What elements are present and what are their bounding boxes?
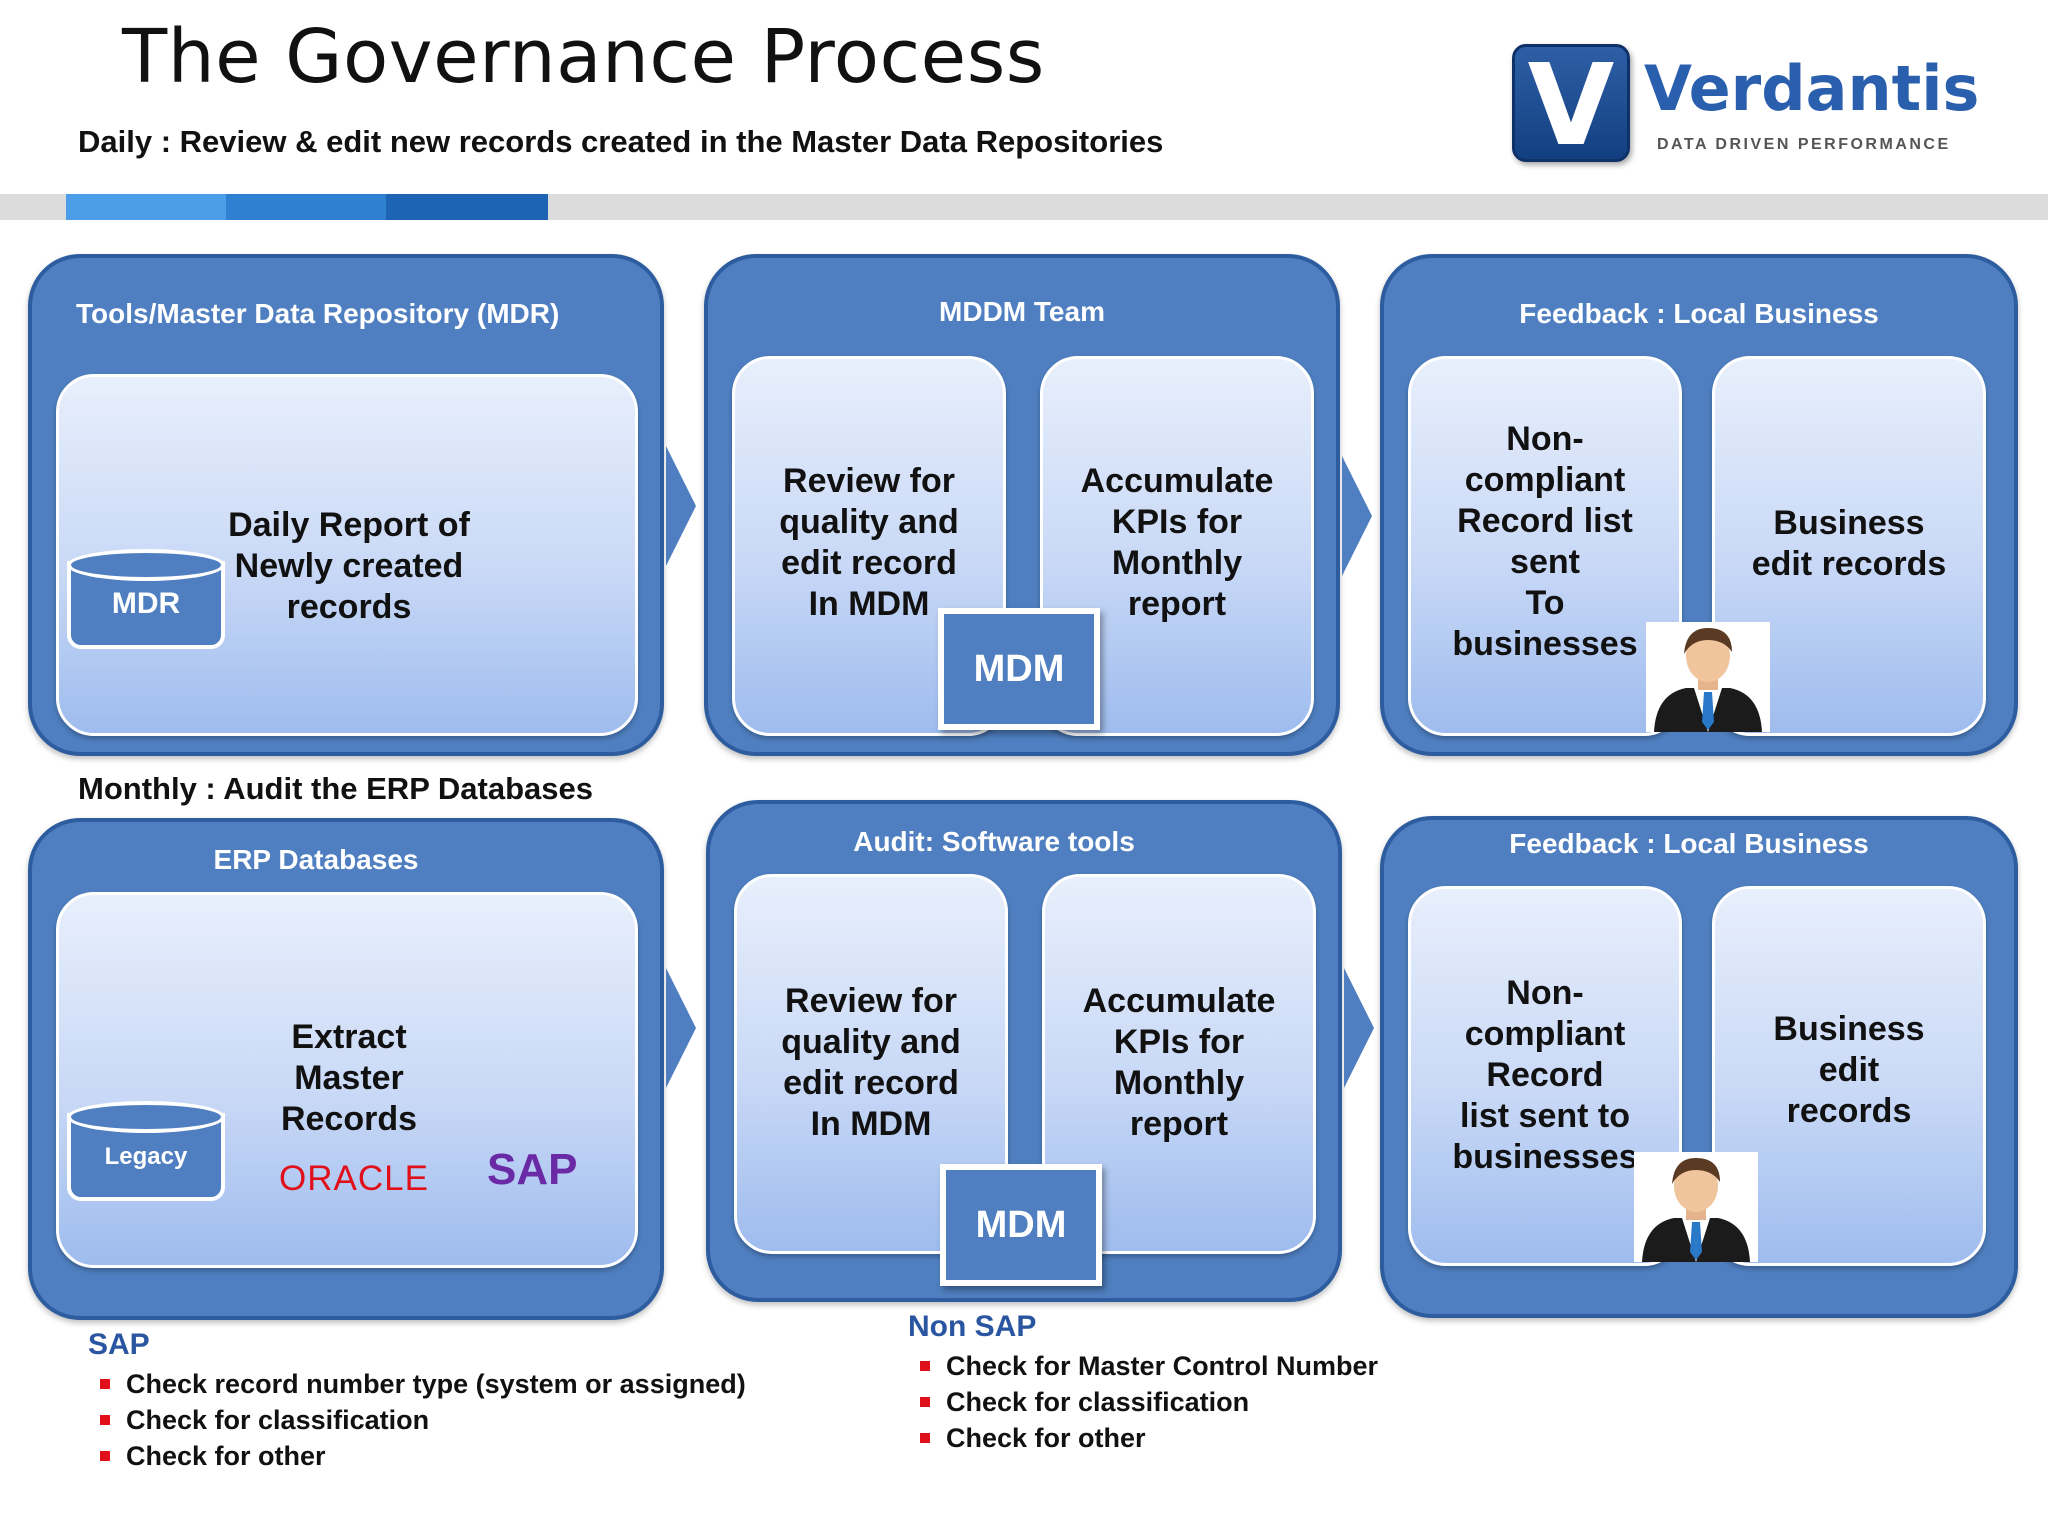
person-icon (1646, 622, 1770, 732)
audit-kpi-card-text: Accumulate KPIs for Monthly report (1082, 982, 1276, 1143)
audit-panel-title: Audit: Software tools (853, 826, 1135, 857)
monthly-subtitle: Monthly : Audit the ERP Databases (78, 771, 594, 806)
monthly-business-edit-card-text: Business edit records (1773, 1010, 1925, 1130)
list-item-text: Check for other (946, 1423, 1146, 1453)
erp-panel: ERP Databases Extract Master Records Leg… (28, 818, 664, 1320)
page-title: The Governance Process (122, 14, 1045, 100)
nonsap-list-title: Non SAP (908, 1310, 1037, 1343)
feedback-panel-monthly: Feedback : Local Business Non- compliant… (1380, 816, 2018, 1318)
flow-arrow (666, 446, 696, 566)
mdm-badge: MDM (940, 1164, 1102, 1286)
mdr-database-label: MDR (111, 587, 181, 620)
nonsap-check-list: Check for Master Control Number Check fo… (908, 1348, 1378, 1456)
list-item-text: Check record number type (system or assi… (126, 1369, 746, 1399)
audit-review-card-text: Review for quality and edit record In MD… (781, 982, 961, 1143)
bullet-icon (100, 1415, 110, 1425)
sap-list-title: SAP (88, 1328, 150, 1361)
kpi-card-text: Accumulate KPIs for Monthly report (1080, 462, 1274, 623)
list-item: Check for other (88, 1438, 746, 1474)
header-bar (0, 194, 2048, 220)
list-item-text: Check for Master Control Number (946, 1351, 1379, 1381)
list-item: Check for classification (88, 1402, 746, 1438)
feedback-monthly-title: Feedback : Local Business (1509, 828, 1869, 859)
noncompliant-card: Non- compliant Record list sent To busin… (1408, 356, 1682, 736)
mdr-panel-title: Tools/Master Data Repository (MDR) (76, 298, 560, 329)
feedback-panel-daily: Feedback : Local Business Non- compliant… (1380, 254, 2018, 756)
sap-logo: SAP (487, 1145, 578, 1194)
bullet-icon (100, 1451, 110, 1461)
mdr-card: Daily Report of Newly created records MD… (56, 374, 638, 736)
list-item: Check for Master Control Number (908, 1348, 1378, 1384)
list-item-text: Check for classification (126, 1405, 430, 1435)
noncompliant-card-text: Non- compliant Record list sent To busin… (1452, 420, 1638, 663)
mddm-team-panel: MDDM Team Review for quality and edit re… (704, 254, 1340, 756)
erp-card: Extract Master Records Legacy ORACLE SAP (56, 892, 638, 1268)
logo-name: Verdantis (1644, 52, 1980, 125)
logo-letter: V (1527, 41, 1615, 171)
logo-mark: V (1512, 41, 1630, 171)
verdantis-logo: V Verdantis DATA DRIVEN PERFORMANCE (1512, 41, 1979, 171)
list-item-text: Check for other (126, 1441, 326, 1471)
daily-subtitle: Daily : Review & edit new records create… (78, 124, 1164, 159)
business-edit-card-text: Business edit records (1751, 504, 1947, 583)
mdr-card-text: Daily Report of Newly created records (228, 506, 470, 626)
audit-kpi-card: Accumulate KPIs for Monthly report (1042, 874, 1316, 1254)
mdm-badge: MDM (938, 608, 1100, 730)
review-card-text: Review for quality and edit record In MD… (779, 462, 959, 623)
header-bar-segment (66, 194, 226, 220)
person-icon (1634, 1152, 1758, 1262)
bullet-icon (920, 1361, 930, 1371)
audit-panel: Audit: Software tools Review for quality… (706, 800, 1342, 1302)
mddm-team-title: MDDM Team (939, 296, 1105, 327)
bullet-icon (920, 1397, 930, 1407)
feedback-daily-title: Feedback : Local Business (1519, 298, 1879, 329)
flow-arrow (666, 968, 696, 1088)
legacy-database-icon: Legacy (67, 1101, 225, 1201)
review-card: Review for quality and edit record In MD… (732, 356, 1006, 736)
list-item: Check for classification (908, 1384, 1378, 1420)
list-item: Check for other (908, 1420, 1378, 1456)
legacy-database-label: Legacy (104, 1143, 188, 1170)
header-bar-segment (386, 194, 548, 220)
list-item-text: Check for classification (946, 1387, 1250, 1417)
audit-review-card: Review for quality and edit record In MD… (734, 874, 1008, 1254)
oracle-logo: ORACLE (279, 1159, 429, 1198)
monthly-noncompliant-card-text: Non- compliant Record list sent to busin… (1452, 974, 1638, 1176)
erp-card-text: Extract Master Records (280, 1018, 418, 1138)
bullet-icon (100, 1379, 110, 1389)
flow-arrow (1344, 968, 1374, 1088)
bullet-icon (920, 1433, 930, 1443)
flow-arrow (1342, 456, 1372, 576)
sap-check-list: Check record number type (system or assi… (88, 1366, 746, 1474)
logo-tagline: DATA DRIVEN PERFORMANCE (1657, 136, 1951, 153)
list-item: Check record number type (system or assi… (88, 1366, 746, 1402)
mdr-panel: Tools/Master Data Repository (MDR) Daily… (28, 254, 664, 756)
erp-panel-title: ERP Databases (213, 844, 419, 875)
mdr-database-icon: MDR (67, 549, 225, 649)
header-bar-segment (226, 194, 386, 220)
